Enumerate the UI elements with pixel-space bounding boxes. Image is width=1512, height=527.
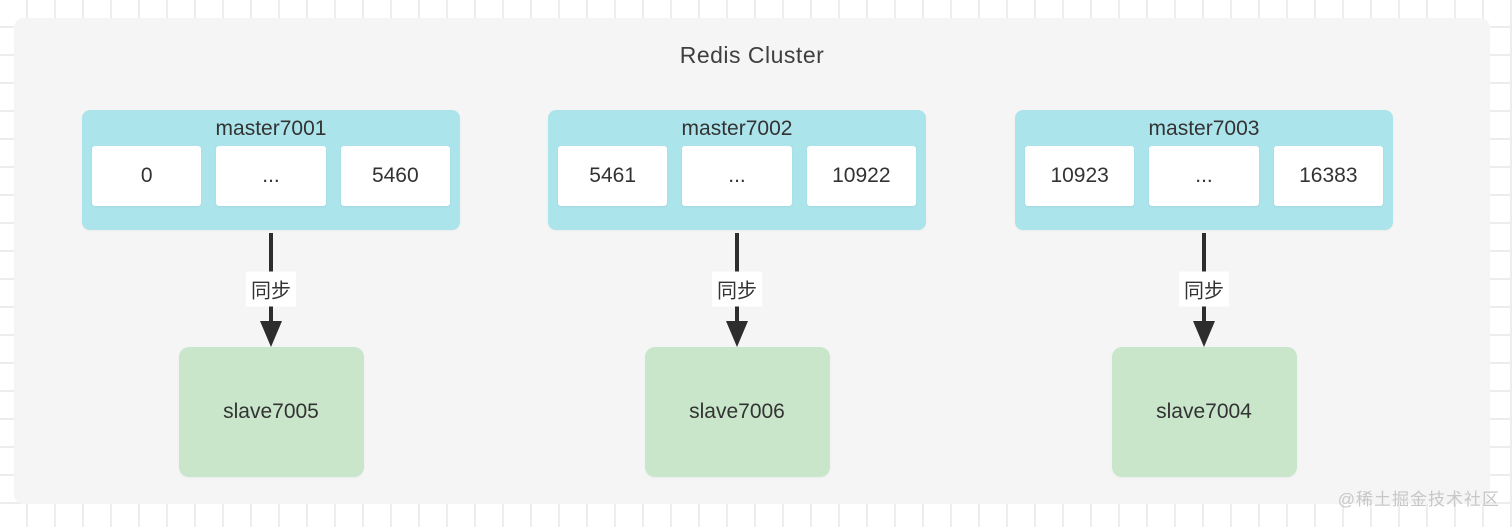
slot-range-end: 5460: [340, 146, 450, 206]
sync-label: 同步: [712, 271, 762, 306]
sync-arrow: 同步: [1015, 230, 1393, 347]
slave-node-label: slave7006: [689, 400, 785, 423]
arrow-down-icon: [1193, 321, 1215, 347]
slave-node-7004: slave7004: [1111, 347, 1297, 477]
sync-label: 同步: [246, 271, 296, 306]
slot-range-ellipsis: ...: [682, 146, 792, 206]
slot-range-ellipsis: ...: [216, 146, 326, 206]
master-node-label: master7002: [681, 117, 793, 140]
arrow-down-icon: [260, 321, 282, 347]
cluster-column-3: master7003 10923 ... 16383 同步 slave7004: [1015, 110, 1393, 477]
slave-node-7006: slave7006: [644, 347, 830, 477]
slot-range-ellipsis: ...: [1149, 146, 1259, 206]
slave-node-label: slave7005: [223, 400, 319, 423]
master-node-7001: master7001 0 ... 5460: [82, 110, 460, 230]
slot-range-start: 5461: [558, 146, 668, 206]
slot-range-end: 10922: [806, 146, 916, 206]
sync-arrow: 同步: [82, 230, 460, 347]
master-node-label: master7001: [215, 117, 327, 140]
arrow-down-icon: [726, 321, 748, 347]
slot-range-row: 5461 ... 10922: [548, 146, 926, 206]
slot-range-start: 0: [92, 146, 202, 206]
slot-range-end: 16383: [1273, 146, 1383, 206]
slot-range-row: 10923 ... 16383: [1015, 146, 1393, 206]
cluster-column-1: master7001 0 ... 5460 同步 slave7005: [82, 110, 460, 477]
sync-label: 同步: [1179, 271, 1229, 306]
master-node-label: master7003: [1148, 117, 1260, 140]
slave-node-label: slave7004: [1156, 400, 1252, 423]
sync-arrow: 同步: [548, 230, 926, 347]
diagram-title: Redis Cluster: [679, 42, 825, 68]
master-node-7003: master7003 10923 ... 16383: [1015, 110, 1393, 230]
slot-range-start: 10923: [1025, 146, 1135, 206]
slot-range-row: 0 ... 5460: [82, 146, 460, 206]
cluster-column-2: master7002 5461 ... 10922 同步 slave7006: [548, 110, 926, 477]
diagram-panel: Redis Cluster master7001 0 ... 5460 同步 s…: [14, 18, 1490, 504]
watermark: @稀土掘金技术社区: [1337, 490, 1500, 509]
slave-node-7005: slave7005: [178, 347, 364, 477]
master-node-7002: master7002 5461 ... 10922: [548, 110, 926, 230]
